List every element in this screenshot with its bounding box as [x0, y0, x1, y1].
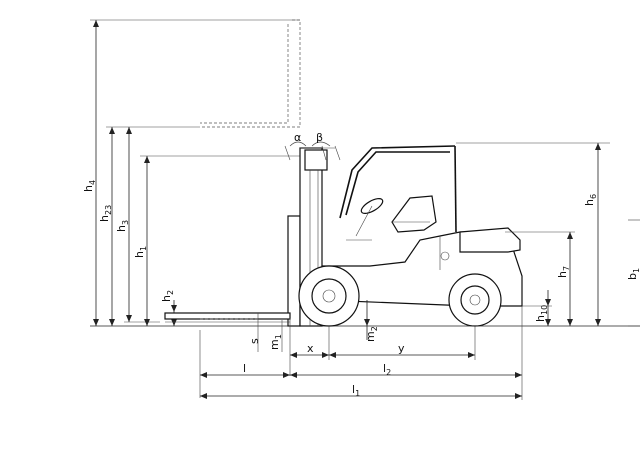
label-h3: h3	[115, 220, 130, 232]
label-alpha: α	[294, 131, 301, 144]
label-h1: h1	[133, 246, 148, 258]
label-b1: b1	[626, 268, 640, 280]
label-l1: l1	[352, 383, 360, 398]
steering-wheel	[346, 198, 384, 241]
dim-h7	[505, 231, 575, 326]
dim-h1	[140, 155, 300, 326]
front-wheel	[298, 265, 360, 327]
overhead-guard	[339, 145, 457, 233]
dim-y	[329, 326, 476, 360]
dim-h23	[106, 126, 200, 326]
dim-m2	[364, 300, 370, 340]
raised-carriage-outline	[200, 19, 301, 128]
dim-l2	[290, 306, 523, 400]
dim-h10	[522, 290, 552, 326]
label-l2: l2	[383, 362, 391, 377]
tilt-angles	[289, 141, 331, 147]
dim-s-m1	[257, 313, 283, 352]
dim-h6	[456, 142, 610, 326]
dim-h4	[90, 19, 300, 326]
label-h10: h10	[534, 305, 549, 322]
label-s: s	[248, 338, 261, 344]
label-y: y	[398, 342, 405, 355]
label-h6: h6	[583, 194, 598, 206]
label-h7: h7	[556, 266, 571, 278]
dim-b1-edge	[628, 219, 640, 327]
label-m1: m1	[268, 334, 283, 350]
dim-x	[289, 318, 330, 376]
label-h23: h23	[98, 205, 113, 222]
forks	[164, 312, 291, 323]
label-h4: h4	[82, 180, 97, 192]
dim-h3	[124, 127, 160, 323]
label-m2: m2	[364, 326, 379, 342]
label-beta: β	[316, 131, 323, 144]
rear-wheel	[448, 273, 502, 327]
label-l: l	[243, 362, 246, 375]
dim-l	[199, 330, 290, 398]
dim-l1	[200, 393, 522, 399]
label-x: x	[307, 342, 314, 355]
seat	[391, 195, 437, 233]
label-h2: h2	[160, 290, 175, 302]
